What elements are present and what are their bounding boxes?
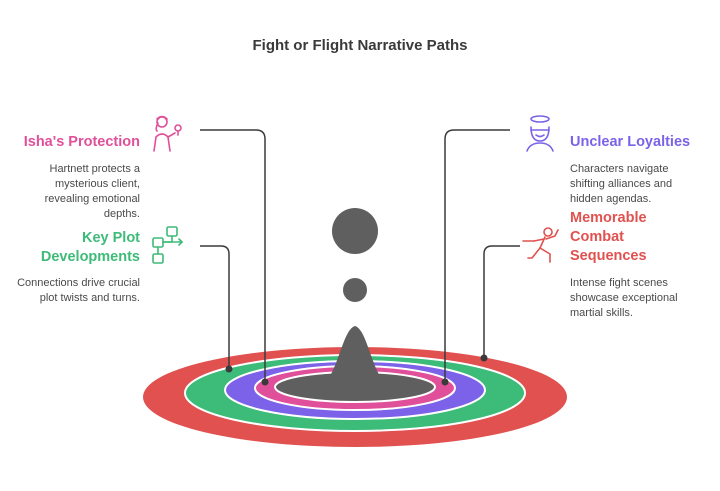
- leader-line-loyalties: [444, 129, 510, 382]
- key-plot-description: Connections drive crucial plot twists an…: [17, 277, 140, 304]
- leader-line-combat: [483, 245, 520, 358]
- combat-heading: Memorable Combat Sequences: [570, 210, 647, 264]
- isha-protection-description: Hartnett protects a mysterious client, r…: [44, 163, 140, 220]
- small-droplet: [343, 278, 367, 302]
- person-with-halo-icon: [526, 115, 554, 152]
- woman-with-flower-icon: [153, 115, 182, 152]
- unclear-loyalties-heading: Unclear Loyalties: [570, 134, 691, 150]
- isha-protection-heading: Isha's Protection: [23, 134, 140, 150]
- fencer-icon: [522, 227, 559, 263]
- splash-peak: [316, 326, 394, 390]
- leader-line-key-plot: [200, 245, 230, 369]
- combat-description: Intense fight scenes showcase exceptiona…: [570, 277, 678, 319]
- diagram-title: Fight or Flight Narrative Paths: [252, 37, 468, 54]
- key-plot-heading: Key Plot Developments: [40, 230, 140, 265]
- flowchart-icon: [152, 226, 183, 264]
- large-droplet: [332, 208, 378, 254]
- leader-line-isha: [200, 129, 266, 382]
- unclear-loyalties-description: Characters navigate shifting alliances a…: [570, 163, 673, 205]
